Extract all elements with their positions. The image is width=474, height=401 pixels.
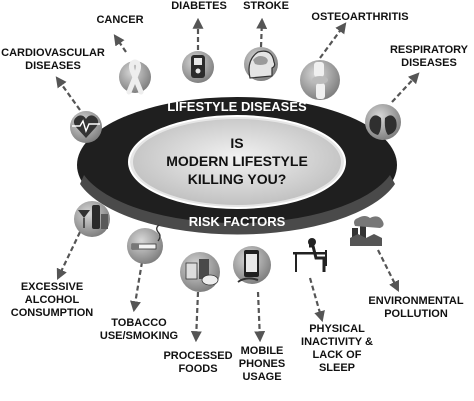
- arrow-processed-foods: [190, 291, 202, 343]
- label-environmental-pollution: ENVIRONMENTAL POLLUTION: [368, 295, 464, 320]
- heart-pulse-icon: [70, 111, 102, 143]
- arrow-environmental: [377, 249, 399, 292]
- ring-bottom-shade: [80, 175, 395, 235]
- label-osteoarthritis: OSTEOARTHRITIS: [311, 11, 409, 23]
- center-question-line-3: KILLING YOU?: [188, 171, 287, 187]
- label-cancer: CANCER: [96, 14, 144, 26]
- central-disk: LIFESTYLE DISEASES RISK FACTORS IS MODER…: [77, 97, 397, 235]
- arrow-cancer: [113, 34, 127, 53]
- arrow-respiratory: [391, 72, 420, 103]
- arrow-stroke: [256, 17, 268, 48]
- brain-head-icon: [244, 47, 278, 81]
- arrow-osteoarthritis: [319, 22, 347, 59]
- label-respiratory-diseases: RESPIRATORY DISEASES: [389, 44, 469, 69]
- label-tobacco-use: TOBACCO USE/SMOKING: [99, 317, 179, 342]
- glucose-meter-icon: [182, 51, 214, 83]
- band-lifestyle-diseases: LIFESTYLE DISEASES: [167, 99, 307, 114]
- cigarette-icon: [127, 224, 163, 264]
- label-cardiovascular-diseases: CARDIOVASCULAR DISEASES: [1, 47, 105, 72]
- label-stroke: STROKE: [243, 0, 289, 12]
- awareness-ribbon-icon: [119, 59, 151, 95]
- processed-foods-icon: [180, 252, 220, 292]
- arrow-alcohol: [56, 231, 81, 280]
- center-question-line-2: MODERN LIFESTYLE: [166, 153, 308, 169]
- label-mobile-phones: MOBILE PHONES USAGE: [238, 345, 286, 383]
- arrows: [55, 17, 420, 343]
- label-excessive-alcohol: EXCESSIVE ALCOHOL CONSUMPTION: [10, 281, 94, 319]
- band-risk-factors: RISK FACTORS: [189, 214, 286, 229]
- knee-joint-icon: [300, 60, 340, 100]
- mobile-phone-icon: [233, 246, 271, 284]
- alcohol-drinks-icon: [74, 201, 110, 237]
- arrow-cardiovascular: [55, 76, 81, 111]
- arrow-mobile-phones: [254, 291, 266, 343]
- arrow-physical-inactivity: [308, 277, 325, 323]
- center-question-line-1: IS: [230, 135, 243, 151]
- center-lens: [133, 119, 341, 205]
- desk-sitting-icon: [293, 238, 327, 272]
- label-physical-inactivity: PHYSICAL INACTIVITY & LACK OF SLEEP: [301, 323, 373, 374]
- label-diabetes: DIABETES: [171, 0, 227, 12]
- lungs-icon: [365, 104, 401, 140]
- label-processed-foods: PROCESSED FOODS: [163, 350, 233, 375]
- factory-smoke-icon: [350, 216, 384, 246]
- arrow-tobacco: [130, 261, 144, 313]
